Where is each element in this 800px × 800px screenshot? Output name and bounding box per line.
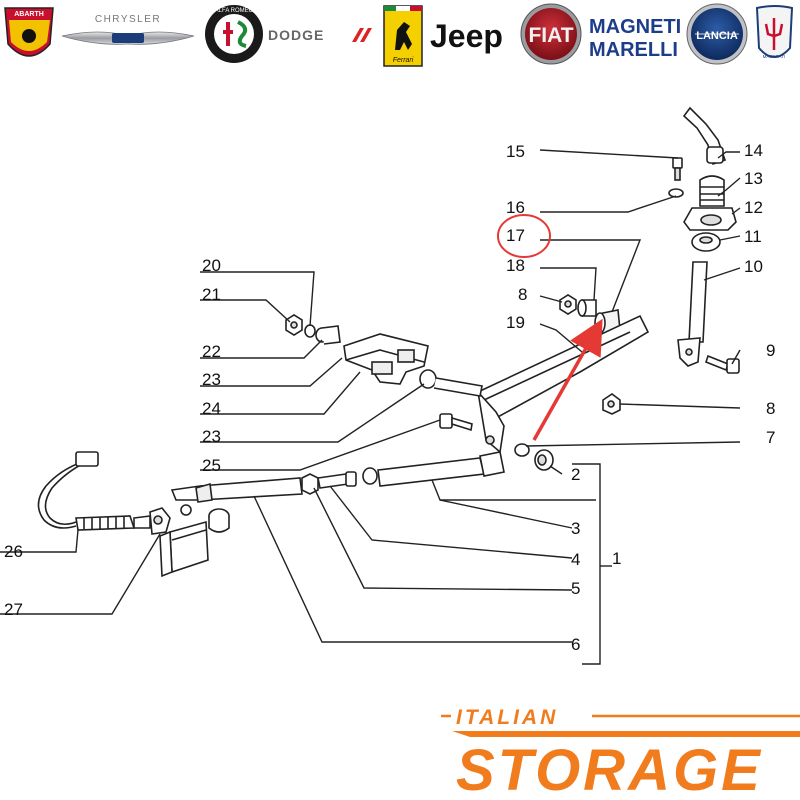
callout-9: 9 xyxy=(766,341,775,360)
callout-11: 11 xyxy=(744,227,762,246)
brand-bar: ABARTH CHRYSLER ALFA ROMEO DODGE xyxy=(4,3,794,67)
lever-rod-part-10 xyxy=(677,261,708,367)
bush-part-18 xyxy=(577,299,597,317)
callout-3: 3 xyxy=(571,519,580,538)
callout-10: 10 xyxy=(744,257,763,276)
lever-arm-part-19 xyxy=(476,314,650,454)
ferrari-logo: Ferrari xyxy=(383,5,423,67)
svg-text:FIAT: FIAT xyxy=(528,24,573,47)
mount-plate-part-12 xyxy=(683,207,737,231)
callout-13: 13 xyxy=(744,169,763,188)
svg-text:LANCIA: LANCIA xyxy=(696,30,738,42)
bushing-part-11 xyxy=(691,232,721,252)
nut-part-21 xyxy=(285,314,303,336)
callout-2: 2 xyxy=(571,465,580,484)
italian-storage-logo: ITALIAN STORAGE xyxy=(441,706,800,800)
callout-19: 19 xyxy=(506,313,525,332)
callout-6: 6 xyxy=(571,635,580,654)
highlight-arrow xyxy=(532,318,603,441)
callout-26: 26 xyxy=(4,542,23,561)
callout-12: 12 xyxy=(744,198,763,217)
bush-part-23-upper xyxy=(419,369,483,397)
callout-8-top: 8 xyxy=(518,285,527,304)
bolt-part-23-lower xyxy=(439,413,473,432)
callout-14: 14 xyxy=(744,141,763,160)
callout-labels: 15 16 17 18 8 19 14 13 12 11 10 9 8 7 2 … xyxy=(4,141,775,654)
callout-17: 17 xyxy=(506,226,525,245)
fiat-logo: FIAT xyxy=(520,3,582,65)
svg-text:MASERATI: MASERATI xyxy=(763,54,786,59)
bracket-part-24 xyxy=(343,333,429,385)
bushing-part-2 xyxy=(534,449,554,471)
callout-23-lower: 23 xyxy=(202,427,221,446)
rod-part-3 xyxy=(362,451,505,487)
boot-part-6 xyxy=(208,508,230,533)
gear-lever-part-14 xyxy=(682,106,727,166)
svg-text:DODGE: DODGE xyxy=(268,27,324,43)
washer-part-16 xyxy=(668,188,684,198)
nut-part-8-right xyxy=(602,393,621,415)
callout-7: 7 xyxy=(766,428,775,447)
bolt-part-4 xyxy=(317,471,357,489)
bushing-part-7 xyxy=(514,443,530,457)
callout-20: 20 xyxy=(202,256,221,275)
chrysler-logo: CHRYSLER xyxy=(61,14,195,45)
maserati-logo: MASERATI xyxy=(755,5,794,59)
parts-drawings xyxy=(37,106,740,578)
svg-text:ABARTH: ABARTH xyxy=(14,11,44,18)
bolt-part-9 xyxy=(705,354,740,374)
dodge-logo: DODGE xyxy=(268,27,372,43)
lancia-logo: LANCIA xyxy=(686,3,748,65)
part-17-highlight xyxy=(497,214,603,441)
svg-text:Jeep: Jeep xyxy=(430,18,503,54)
svg-text:ALFA ROMEO: ALFA ROMEO xyxy=(215,8,254,14)
abarth-logo: ABARTH xyxy=(4,7,54,57)
magneti-marelli-logo: MAGNETI MARELLI xyxy=(589,16,681,61)
callout-27: 27 xyxy=(4,600,23,619)
washer-part-20 xyxy=(304,324,316,338)
callout-23-upper: 23 xyxy=(202,370,221,389)
svg-text:MAGNETI: MAGNETI xyxy=(589,16,681,38)
rubber-boot-part-13 xyxy=(699,175,725,207)
selector-housing-part-27 xyxy=(149,504,209,578)
bolt-part-15 xyxy=(672,157,683,181)
callout-24: 24 xyxy=(202,399,221,418)
callout-21: 21 xyxy=(202,285,221,304)
callout-4: 4 xyxy=(571,550,580,569)
callout-1: 1 xyxy=(612,549,621,568)
logo-main-text: STORAGE xyxy=(456,738,763,800)
callout-15: 15 xyxy=(506,142,525,161)
sensor-part-26 xyxy=(37,451,151,531)
rod-part-25 xyxy=(170,477,303,503)
callout-25: 25 xyxy=(202,456,221,475)
highlight-circle xyxy=(497,214,551,258)
svg-text:MARELLI: MARELLI xyxy=(589,39,678,61)
nut-part-8-top xyxy=(559,294,577,315)
logo-top-text: ITALIAN xyxy=(456,706,558,729)
leader-lines xyxy=(0,149,741,665)
svg-text:CHRYSLER: CHRYSLER xyxy=(95,14,161,25)
callout-22: 22 xyxy=(202,342,221,361)
callout-5: 5 xyxy=(571,579,580,598)
bush-part-22 xyxy=(315,325,341,345)
callout-18: 18 xyxy=(506,256,525,275)
alfa-romeo-logo: ALFA ROMEO xyxy=(205,5,263,63)
callout-16: 16 xyxy=(506,198,525,217)
jeep-logo: Jeep xyxy=(430,18,503,54)
callout-8-right: 8 xyxy=(766,399,775,418)
svg-text:Ferrari: Ferrari xyxy=(393,57,414,64)
